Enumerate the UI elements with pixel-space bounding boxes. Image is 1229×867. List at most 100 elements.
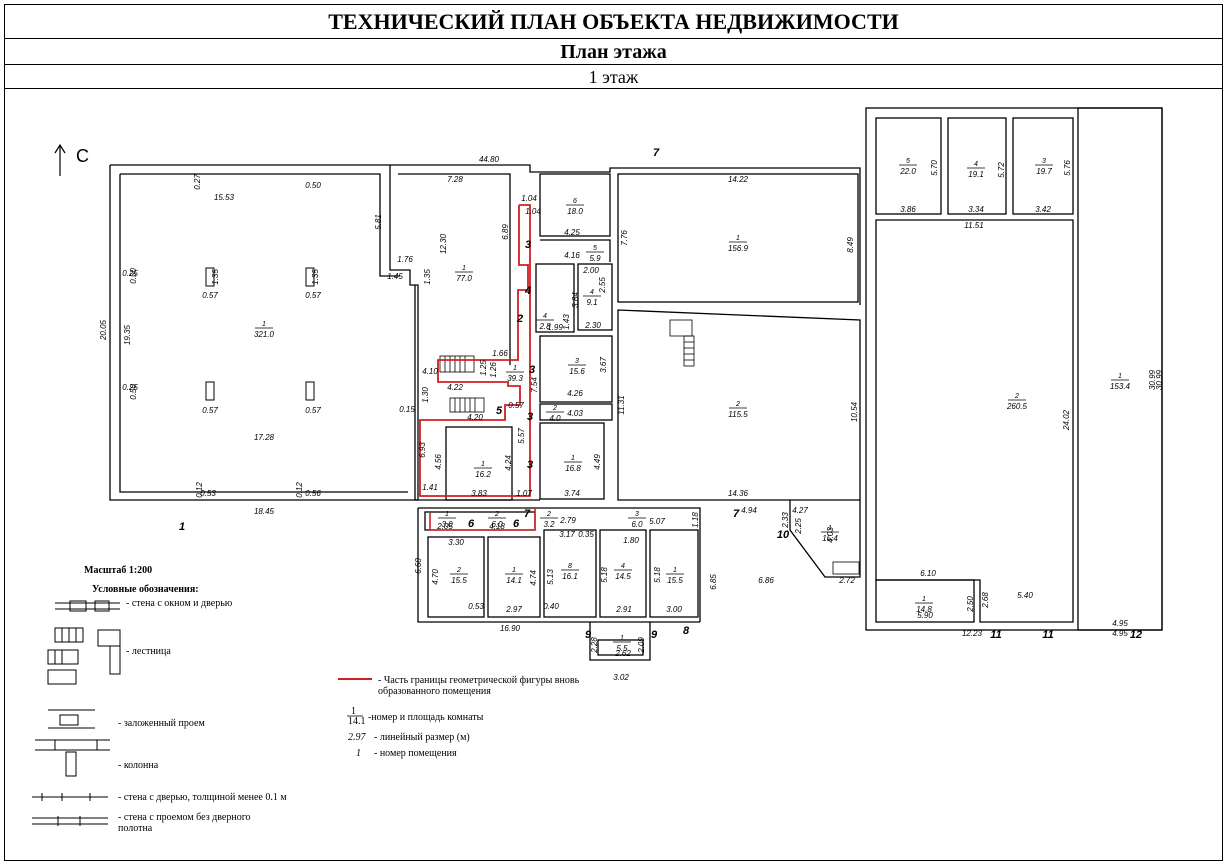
room-area: 77.0 xyxy=(456,274,472,283)
dimension-label: 3.84 xyxy=(571,292,580,308)
dimension-label: 1.18 xyxy=(691,512,700,528)
room-label: 49.1 xyxy=(583,289,601,307)
legend-room-desc: -номер и площадь комнаты xyxy=(368,712,484,723)
dimension-label: 4.95 xyxy=(1112,629,1128,638)
north-label: С xyxy=(76,146,89,166)
dimension-label: 0.53 xyxy=(200,489,216,498)
dimension-label: 2.28 xyxy=(590,637,599,654)
dimension-label: 0.56 xyxy=(305,489,321,498)
room-number: 1 xyxy=(620,635,624,642)
walls xyxy=(109,107,1163,661)
room-label: 618.0 xyxy=(566,198,584,216)
room-area: 6.0 xyxy=(491,520,503,529)
room-area: 5.9 xyxy=(589,254,601,263)
dimension-label: 17.28 xyxy=(254,433,275,442)
room-area: 3.0 xyxy=(441,520,453,529)
room-label: 1 153.4 xyxy=(1110,373,1131,391)
dimension-label: 3.34 xyxy=(968,205,984,214)
dimension-label: 11.31 xyxy=(617,395,626,414)
dimension-label: 30.99 xyxy=(1148,369,1157,390)
room-number: 1 xyxy=(481,461,485,468)
legend-item-column: - колонна xyxy=(118,760,159,771)
premise-number: 11 xyxy=(1042,629,1053,641)
legend-prem-desc: - номер помещения xyxy=(374,748,457,759)
legend-graphics xyxy=(32,600,121,826)
dimension-label: 0.25 xyxy=(122,269,138,278)
dimension-label: 0.35 xyxy=(578,530,594,539)
dimension-label: 0.40 xyxy=(543,602,559,611)
dimension-label: 1.04 xyxy=(521,194,537,203)
room-label: 114.8 xyxy=(915,596,933,614)
dimension-label: 6.89 xyxy=(501,224,510,240)
premise-number: 1 xyxy=(179,521,185,533)
dimension-label: 1.35 xyxy=(211,269,220,285)
room-label: 116.2 xyxy=(474,461,492,479)
dimension-label: 0.57 xyxy=(305,406,321,415)
dimension-label: 4.03 xyxy=(567,409,583,418)
premise-number: 10 xyxy=(777,529,790,541)
legend-heading: Условные обозначения: xyxy=(92,584,199,595)
room-area: 16.1 xyxy=(562,572,578,581)
room-number: 1 xyxy=(462,265,466,272)
room-number: 8 xyxy=(568,563,572,570)
dimension-label: 12.30 xyxy=(439,233,448,254)
room-number: 5 xyxy=(593,245,597,252)
dimension-label: 3.74 xyxy=(564,489,580,498)
room-area: 22.0 xyxy=(899,167,916,176)
dimension-label: 1.35 xyxy=(311,269,320,285)
legend-red-text-1: - Часть границы геометрической фигуры вн… xyxy=(378,675,580,686)
room-label: 215.5 xyxy=(450,567,468,585)
room-number: 2 xyxy=(735,401,740,408)
dimension-label: 7.28 xyxy=(447,175,463,184)
room-label: 139.3 xyxy=(506,365,524,383)
dimension-label: 4.27 xyxy=(792,506,808,515)
room-area: 153.4 xyxy=(1110,382,1131,391)
dimension-label: 2.50 xyxy=(966,596,975,613)
dimension-label: 4.25 xyxy=(564,228,580,237)
room-area: 2.8 xyxy=(538,322,551,331)
dimension-label: 4.18 xyxy=(489,522,505,531)
room-area: 19.7 xyxy=(1036,167,1052,176)
room-label: 24.0 xyxy=(546,405,564,423)
room-label: 414.5 xyxy=(614,563,632,581)
room-number: 3 xyxy=(1042,158,1046,165)
legend-prem-sample: 1 xyxy=(356,748,361,759)
dimension-label: 2.00 xyxy=(582,266,599,275)
room-number: 1 xyxy=(828,525,832,532)
dimension-label: 2.25 xyxy=(794,518,803,535)
dimension-label: 0.50 xyxy=(129,268,138,284)
room-label: 177.0 xyxy=(455,265,473,283)
dimension-label: 2.33 xyxy=(781,512,790,529)
legend-item-stairs: - лестница xyxy=(126,646,171,657)
dimension-label: 5.07 xyxy=(649,517,665,526)
room-area: 15.5 xyxy=(667,576,683,585)
room-label: 522.0 xyxy=(899,158,917,176)
dimension-label: 1.76 xyxy=(397,255,413,264)
room-number: 5 xyxy=(906,158,910,165)
dimension-label: 1.43 xyxy=(562,314,571,330)
room-area: 14.1 xyxy=(506,576,522,585)
room-number: 3 xyxy=(635,511,639,518)
dimension-label: 3.67 xyxy=(599,357,608,373)
dimension-label: 0.57 xyxy=(305,291,321,300)
dimension-label: 6.85 xyxy=(709,574,718,590)
premise-number: 2 xyxy=(516,313,523,325)
premise-number: 3 xyxy=(525,239,531,251)
room-area: 115.5 xyxy=(728,410,748,419)
room-label: 23.2 xyxy=(540,511,558,529)
room-number: 4 xyxy=(621,563,625,570)
room-label: 2 115.5 xyxy=(728,401,748,419)
room-label: 419.1 xyxy=(967,161,985,179)
dimension-label: 4.10 xyxy=(422,367,438,376)
room-area: 19.1 xyxy=(968,170,984,179)
dimension-label: 5.76 xyxy=(1063,160,1072,176)
room-label: 115.5 xyxy=(666,567,684,585)
dimension-label: 18.45 xyxy=(254,507,275,516)
dimension-label: 11.51 xyxy=(964,221,983,230)
room-number: 1 xyxy=(1118,373,1122,380)
dimension-label: 2.55 xyxy=(598,277,607,294)
premise-number: 3 xyxy=(527,459,533,471)
dimension-label: 2.09 xyxy=(637,637,646,654)
room-label: 36.0 xyxy=(628,511,646,529)
